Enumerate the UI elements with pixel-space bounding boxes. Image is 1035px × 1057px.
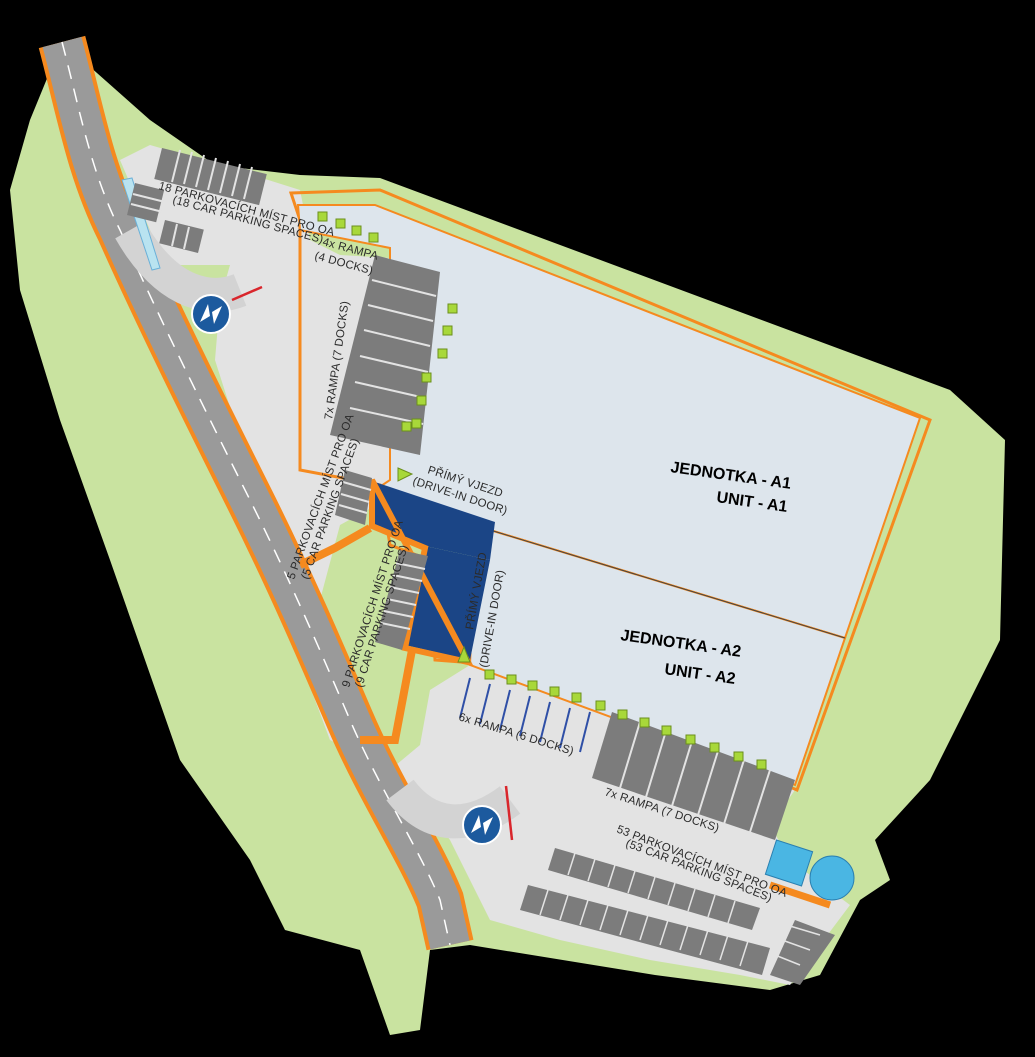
entrance-road-bottom [386, 779, 521, 839]
walkway-a [298, 524, 372, 569]
dock-marker-icon [709, 742, 720, 753]
drive-in-arrow-a1-icon [397, 467, 414, 482]
drive-in-door-a2 [405, 546, 490, 660]
dock-marker-icon [484, 669, 495, 680]
parking-5 [335, 470, 372, 525]
walkway-c [768, 881, 832, 909]
water-tank-round-icon [809, 855, 855, 901]
parking-18 [127, 148, 267, 253]
barrier-top [231, 285, 263, 302]
water-tank-square-icon [764, 839, 814, 887]
dock-marker-icon [351, 225, 362, 236]
dock-marker-icon [549, 686, 560, 697]
dock-marker-icon [527, 680, 538, 691]
drive-in-arrow-a2-icon [457, 645, 471, 663]
dock-marker-icon [506, 674, 517, 685]
dock-marker-icon [447, 303, 458, 314]
entrance-exit-top-icon [191, 294, 231, 334]
unit-divider [489, 529, 846, 639]
dock-marker-icon [661, 725, 672, 736]
dock-marker-icon [595, 700, 606, 711]
parking-53 [520, 848, 835, 985]
dock-marker-icon [639, 717, 650, 728]
dock-marker-icon [411, 418, 422, 429]
dock-lanes-a2 [459, 677, 591, 753]
dock-marker-icon [733, 751, 744, 762]
dock-markers [317, 211, 767, 770]
dock-marker-icon [421, 372, 432, 383]
dock-marker-icon [442, 325, 453, 336]
barrier-bottom [504, 785, 514, 841]
road-centerline [61, 41, 451, 946]
entrance-road-top [115, 221, 247, 312]
dock-marker-icon [437, 348, 448, 359]
parking-9 [375, 550, 428, 650]
dock-marker-icon [756, 759, 767, 770]
dock-bays-a2 [592, 712, 795, 840]
drive-in-door-a1 [370, 482, 495, 560]
dock-marker-icon [416, 395, 427, 406]
dock-marker-icon [368, 232, 379, 243]
entrance-exit-bottom-icon [462, 805, 502, 845]
dock-marker-icon [617, 709, 628, 720]
dock-marker-icon [685, 734, 696, 745]
dock-marker-icon [401, 421, 412, 432]
walkway-b [360, 649, 416, 744]
dock-marker-icon [317, 211, 328, 222]
dock-bays-a1 [330, 255, 440, 455]
dock-marker-icon [335, 218, 346, 229]
dock-marker-icon [571, 692, 582, 703]
